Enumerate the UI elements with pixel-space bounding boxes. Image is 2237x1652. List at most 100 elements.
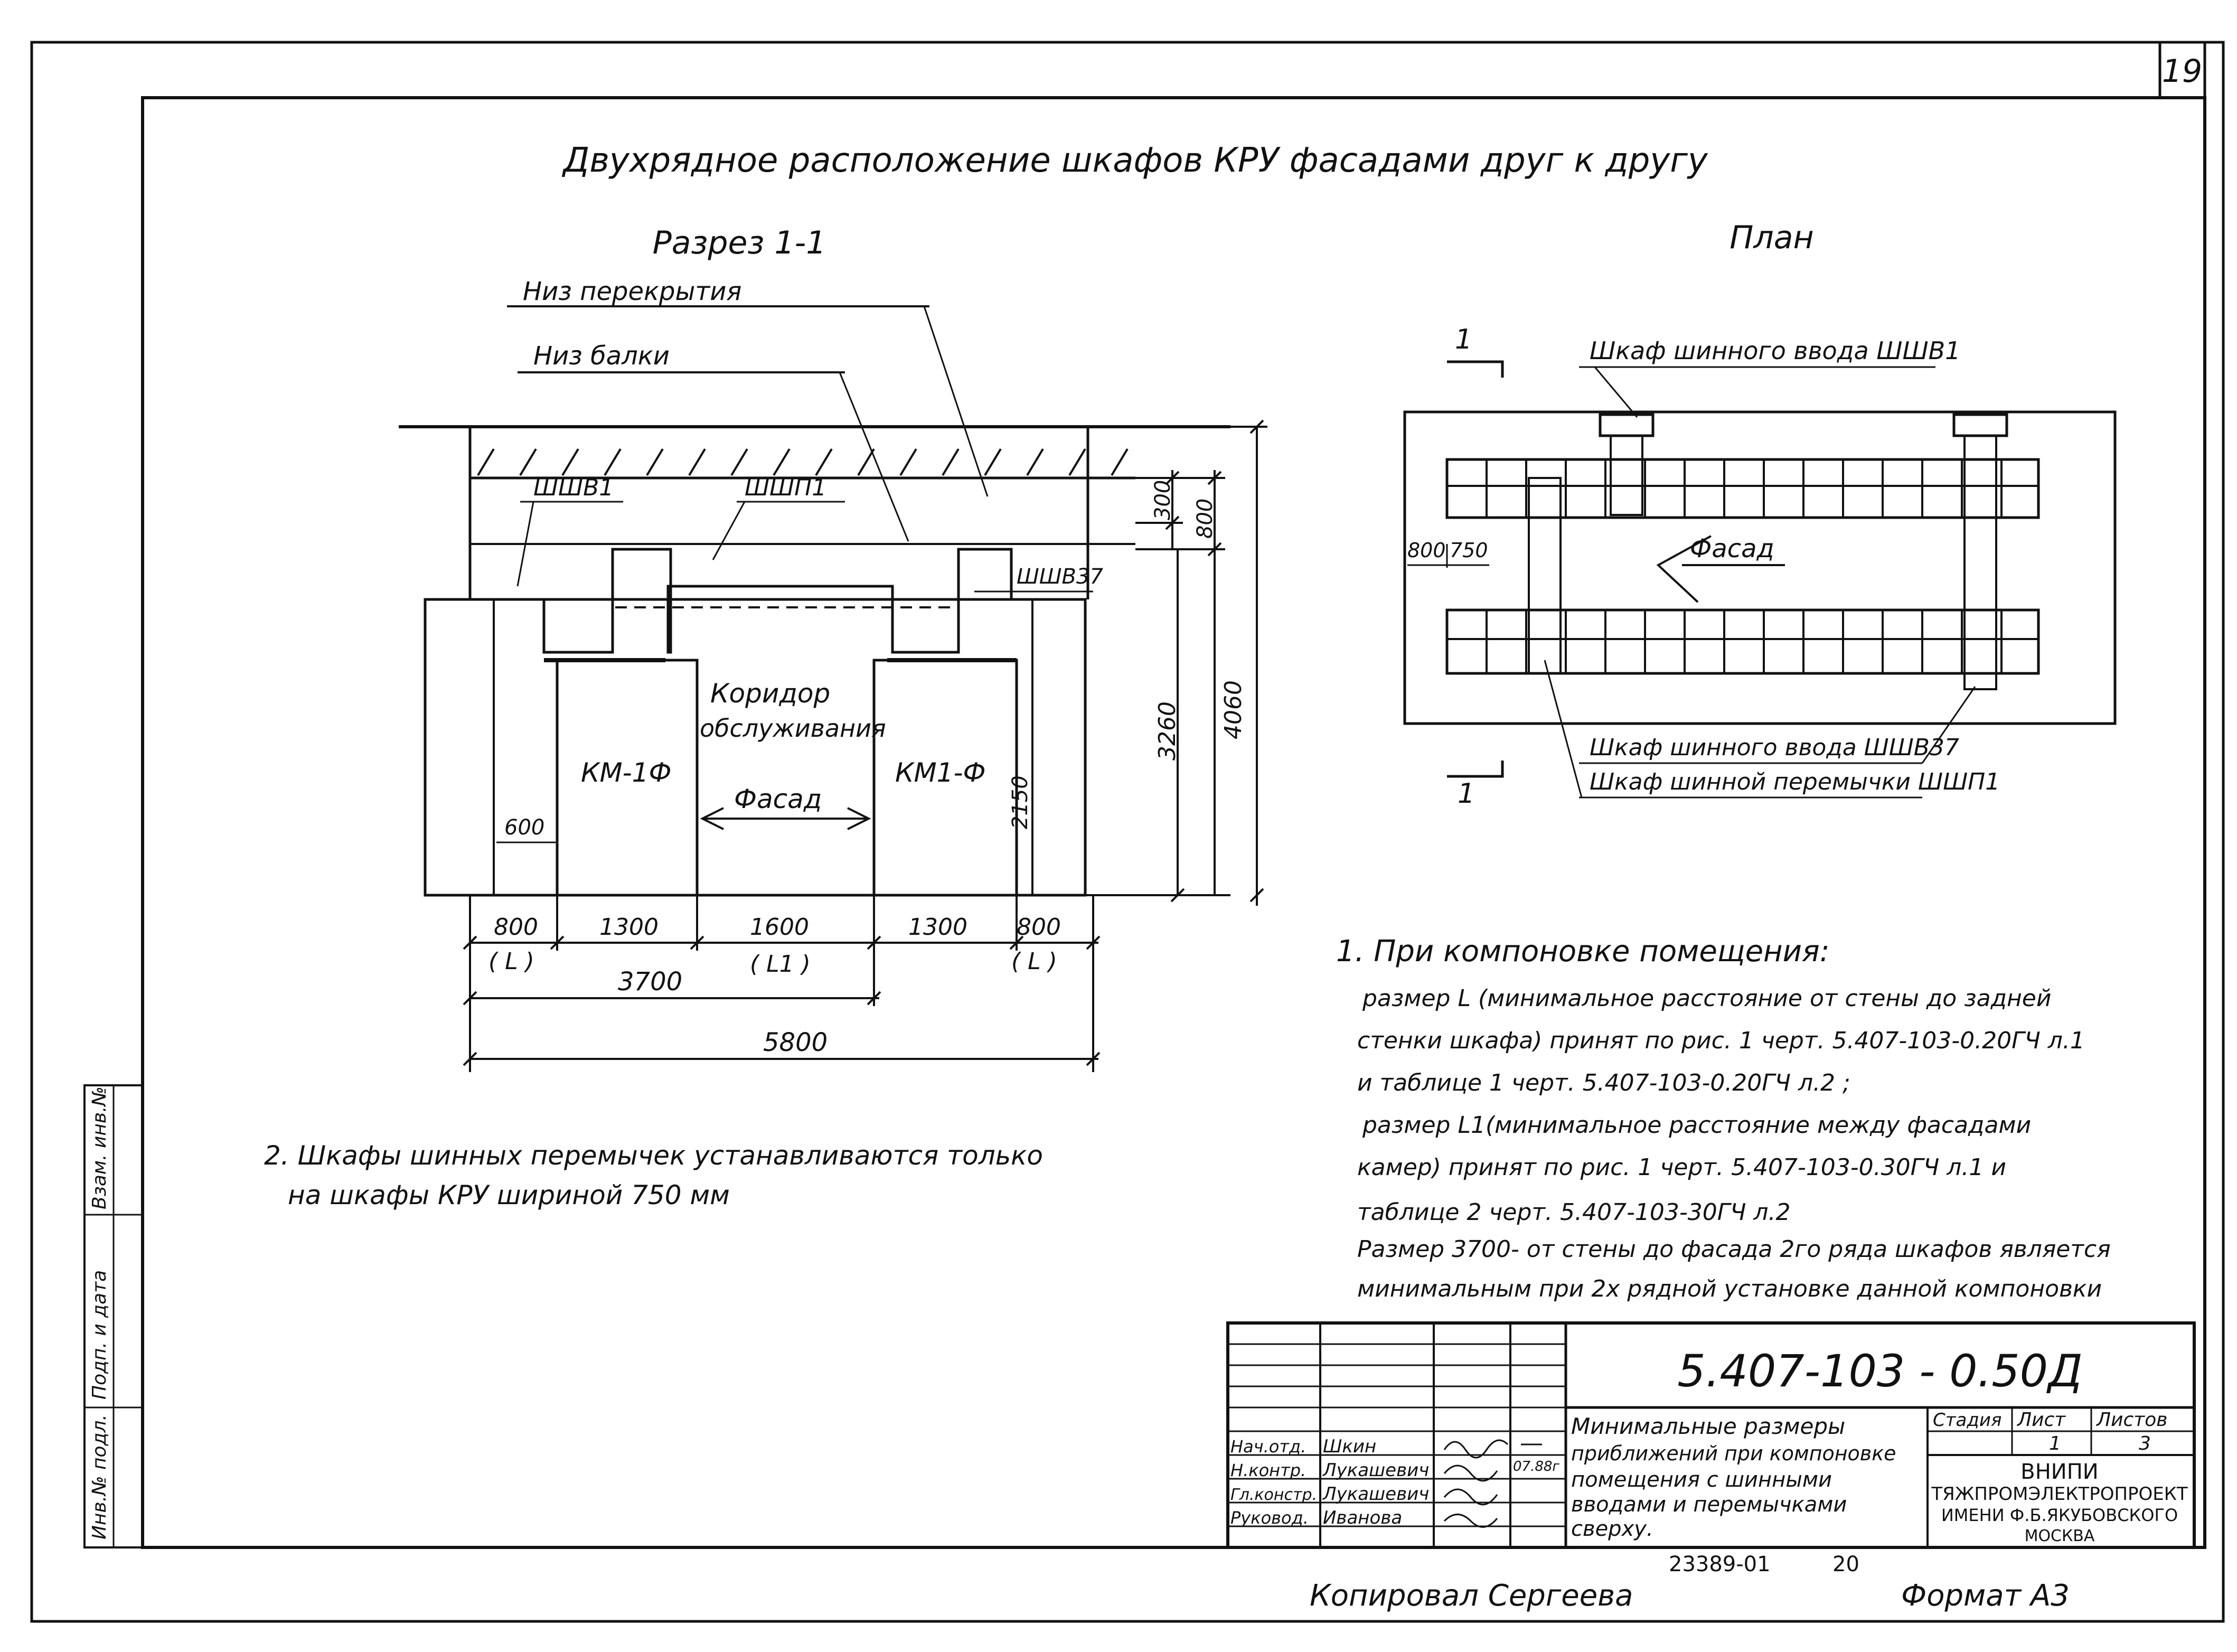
label-shv37: ШШВ37 — [1017, 565, 1103, 589]
plan-row-top — [1445, 458, 2040, 519]
desc-line5: сверху. — [1571, 1517, 1653, 1541]
label-beam: Низ балки — [533, 341, 670, 371]
org-line4: МОСКВА — [2025, 1527, 2095, 1545]
dim-L1: ( L1 ) — [750, 951, 811, 978]
plan-room — [1403, 410, 2117, 725]
dim-800-right: 800 — [1017, 914, 1061, 941]
person-role-2: Н.контр. — [1230, 1460, 1306, 1480]
left-margin-boxes: Инв.№ подл. Подп. и дата Взам. инв.№ — [83, 1084, 144, 1548]
person-role-4: Руковод. — [1230, 1508, 1309, 1528]
outer-frame — [30, 41, 2225, 1623]
desc-line3: помещения с шинными — [1571, 1468, 1832, 1492]
desc-line2: приближений при компоновке — [1571, 1442, 1896, 1465]
label-shp1: ШШП1 — [745, 474, 826, 501]
right-cabinet-label: КМ1-Ф — [895, 757, 986, 788]
section-view: Разрез 1-1 Низ перекрытия Низ балки — [399, 224, 1267, 1072]
stamp-sheets-header: Листов — [2095, 1409, 2167, 1431]
sheet-number-box — [2158, 41, 2206, 99]
plan-bus-shp1 — [1528, 477, 1562, 674]
plan-cabinet-dividers — [1447, 459, 2038, 673]
note1-title: 1. При компоновке помещения: — [1336, 934, 1830, 969]
room-outline — [424, 598, 1087, 897]
drawing-title: Двухрядное расположение шкафов КРУ фасад… — [561, 141, 1708, 180]
copied-by: Копировал Сергеева — [1310, 1579, 1633, 1613]
stamp-sheet-header: Лист — [2016, 1409, 2066, 1431]
signature-4 — [1443, 1514, 1498, 1528]
plan-bus-shv1 — [1610, 435, 1643, 516]
plan-facade-arrow — [1656, 535, 1712, 603]
note1-line4: размер L1(минимальное расстояние между ф… — [1362, 1112, 2031, 1139]
margin-podp-data: Подп. и дата — [89, 1270, 110, 1400]
section-heading: Разрез 1-1 — [653, 224, 826, 261]
stamp-stage-header: Стадия — [1933, 1410, 2001, 1431]
note1-line7: Размер 3700- от стены до фасада 2го ряда… — [1357, 1236, 2111, 1263]
dim-3260: 3260 — [1154, 701, 1181, 761]
bus-ducts — [478, 548, 1032, 654]
dim-800-vertical: 800 — [1193, 499, 1217, 539]
dim-L-right: ( L ) — [1011, 948, 1057, 975]
section-facade-label: Фасад — [734, 784, 822, 814]
margin-inv-podl: Инв.№ подл. — [89, 1414, 110, 1540]
note1-line1: размер L (минимальное расстояние от стен… — [1362, 985, 2051, 1012]
stamp-sheets-value: 3 — [2139, 1433, 2151, 1454]
note2-line1: 2. Шкафы шинных перемычек устанавливаютс… — [264, 1140, 1043, 1171]
org-line3: ИМЕНИ Ф.Б.ЯКУБОВСКОГО — [1941, 1505, 2178, 1525]
doc-code: 5.407-103 - 0.50Д — [1677, 1345, 2082, 1397]
plan-label-shp1: Шкаф шинной перемычки ШШП1 — [1590, 768, 2000, 795]
desc-line1: Минимальные размеры — [1571, 1413, 1845, 1439]
dim-1300-right: 1300 — [908, 914, 967, 941]
plan-cut-bottom: 1 — [1458, 778, 1475, 810]
note1-line3: и таблице 1 черт. 5.407-103-0.20ГЧ л.2 ; — [1357, 1069, 1850, 1096]
stamp-sheet-value: 1 — [2049, 1433, 2061, 1454]
sheet-number: 19 — [2162, 53, 2202, 90]
dim-1600: 1600 — [750, 914, 809, 941]
format-label: Формат А3 — [1901, 1579, 2070, 1613]
person-name-2: Лукашевич — [1322, 1460, 1429, 1481]
footer-page: 20 — [1832, 1552, 1859, 1576]
dim-5800: 5800 — [763, 1028, 828, 1057]
ceiling-hatch — [477, 448, 1129, 476]
horizontal-dimensions — [463, 895, 1101, 1072]
dim-800-left: 800 — [494, 914, 538, 941]
label-shv1: ШШВ1 — [533, 474, 614, 501]
note1-line8: минимальным при 2х рядной установке данн… — [1357, 1275, 2102, 1302]
title-block: 5.407-103 - 0.50Д Минимальные размеры пр… — [1226, 1321, 2196, 1549]
dim-1300-left: 1300 — [599, 914, 659, 941]
signature-2 — [1443, 1465, 1498, 1482]
person-name-3: Лукашевич — [1322, 1484, 1429, 1505]
person-name-1: Шкин — [1323, 1436, 1376, 1457]
person-role-3: Гл.констр. — [1230, 1486, 1317, 1504]
beam-leader — [839, 372, 909, 542]
note-2: 2. Шкафы шинных перемычек устанавливаютс… — [264, 1140, 1043, 1210]
plan-view: План 1 1 Шкаф шинного ввода ШШВ1 — [1403, 219, 2117, 810]
dim-3700: 3700 — [618, 967, 682, 997]
inner-frame — [141, 96, 2206, 1549]
note1-line6: таблице 2 черт. 5.407-103-30ГЧ л.2 — [1357, 1199, 1791, 1226]
vertical-dimensions — [1031, 419, 1267, 906]
plan-label-shv37: Шкаф шинного ввода ШШВ37 — [1590, 734, 1959, 761]
org-line2: ТЯЖПРОМЭЛЕКТРОПРОЕКТ — [1931, 1484, 2188, 1505]
corridor-line2: обслуживания — [700, 714, 886, 743]
plan-dim-750: 750 — [1450, 539, 1488, 562]
note1-line2: стенки шкафа) принят по рис. 1 черт. 5.4… — [1357, 1027, 2085, 1054]
note2-line2: на шкафы КРУ шириной 750 мм — [288, 1180, 730, 1210]
left-cabinet-label: КМ-1Ф — [581, 757, 672, 788]
corridor-line1: Коридор — [710, 678, 830, 709]
person-name-4: Иванова — [1323, 1507, 1402, 1528]
signature-3 — [1443, 1488, 1498, 1506]
label-ceiling: Низ перекрытия — [523, 277, 741, 306]
margin-vzam-inv: Взам. инв.№ — [89, 1086, 110, 1209]
plan-label-shv1: Шкаф шинного ввода ШШВ1 — [1590, 336, 1961, 365]
signature-1 — [1443, 1439, 1509, 1459]
person-role-1: Нач.отд. — [1230, 1437, 1306, 1457]
plan-facade-label: Фасад — [1690, 534, 1774, 564]
plan-heading: План — [1730, 219, 1813, 256]
desc-line4: вводами и перемычками — [1571, 1493, 1847, 1517]
note-1: 1. При компоновке помещения: размер L (м… — [1336, 934, 2111, 1302]
stamp-date: 07.88г — [1513, 1459, 1559, 1475]
org-line1: ВНИПИ — [2020, 1460, 2098, 1484]
plan-bus-shv37 — [1963, 435, 1997, 690]
dim-300: 300 — [1151, 480, 1175, 520]
ceiling-leader — [923, 306, 989, 497]
